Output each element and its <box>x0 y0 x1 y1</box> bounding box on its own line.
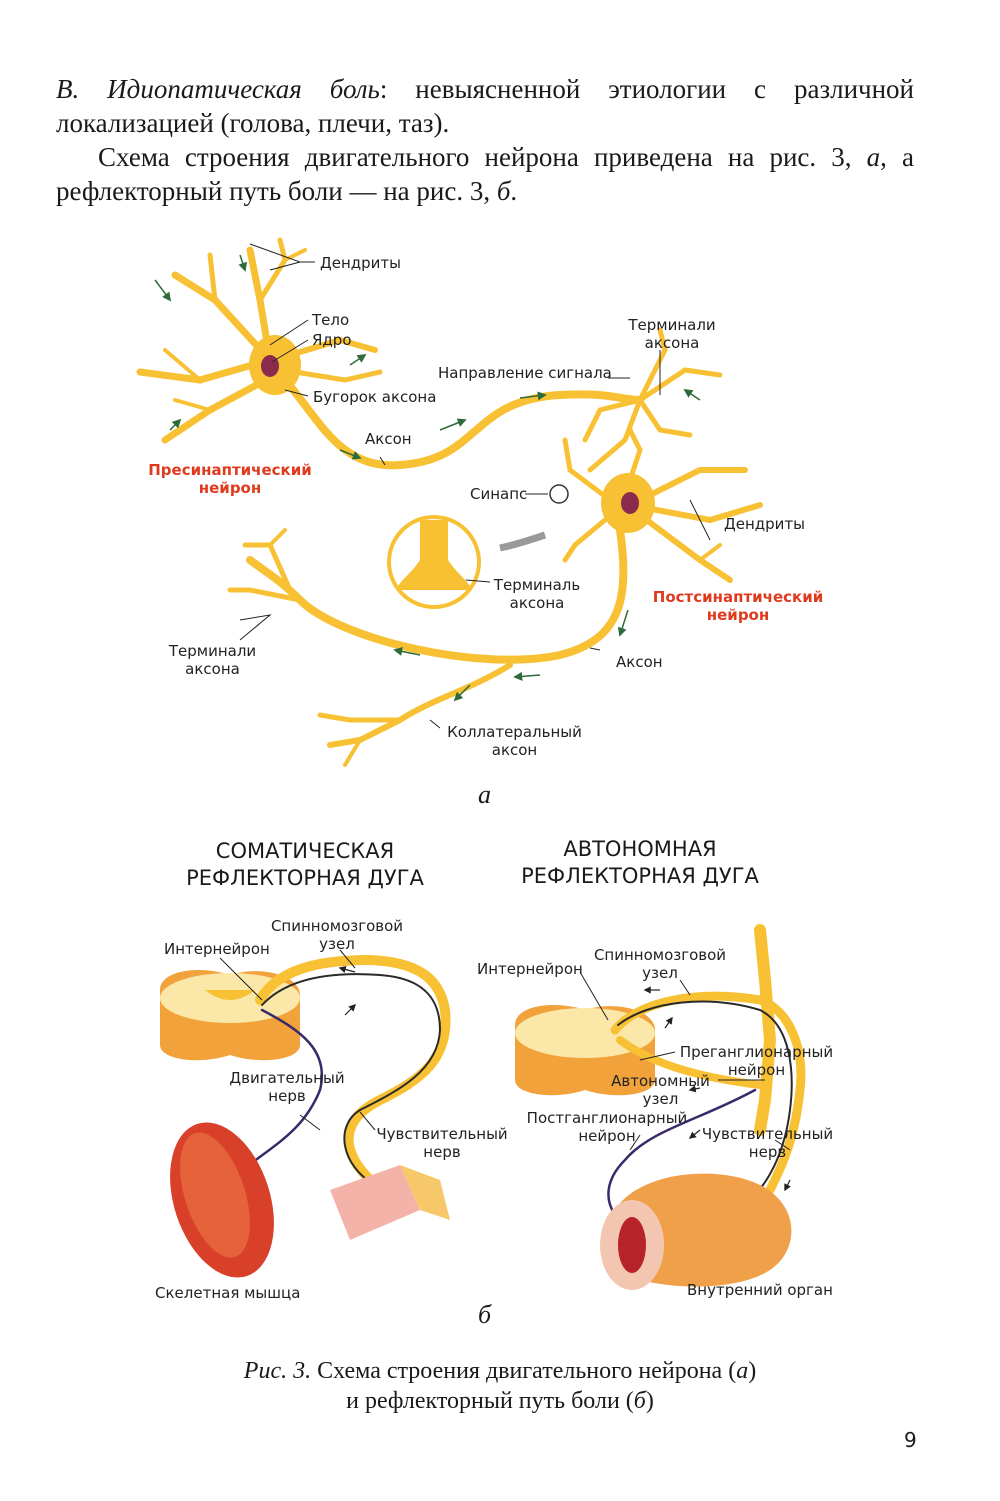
label-skeletal-muscle: Скелетная мышца <box>155 1284 301 1302</box>
label-line: нейрон <box>727 1061 786 1079</box>
label-a-preganglionic: Преганглионарный нейрон <box>674 1043 839 1079</box>
label-line: Автономный <box>611 1072 710 1090</box>
label-axon-bottom: Аксон <box>616 653 663 671</box>
label-line: Спинномозговой <box>270 917 404 935</box>
label-s-interneuron: Интернейрон <box>164 940 270 958</box>
label-nucleus: Ядро <box>312 331 352 349</box>
fig-letter-ref: б <box>496 176 511 206</box>
caption-text: ) <box>748 1358 757 1384</box>
skeletal-muscle <box>170 1122 274 1278</box>
postsynaptic-nucleus <box>621 492 639 514</box>
figure-caption: Рис. 3. Схема строения двигательного ней… <box>0 1356 1000 1416</box>
label-line: Чувствительный <box>376 1125 508 1143</box>
postsynaptic-neuron <box>227 427 763 767</box>
term-idiopathic: В. Идиопатическая боль <box>56 74 380 104</box>
label-synapse: Синапс <box>470 485 528 503</box>
label-line: нерв <box>748 1143 787 1161</box>
title-line: АВТОНОМНАЯ <box>563 837 717 861</box>
label-a-interneuron: Интернейрон <box>477 960 583 978</box>
label-line: Пресинаптический <box>148 461 312 479</box>
label-a-postganglionic: Постганглионарный нейрон <box>517 1109 697 1145</box>
label-line: Преганглионарный <box>679 1043 834 1061</box>
label-collateral-axon: Коллатеральный аксон <box>442 723 587 759</box>
label-axon-terminal: Терминаль аксона <box>482 576 592 612</box>
caption-text: и рефлекторный путь боли ( <box>346 1388 634 1414</box>
label-line: узел <box>642 964 678 982</box>
label-signal-direction: Направление сигнала <box>438 364 612 382</box>
label-dendrites-top: Дендриты <box>320 254 401 272</box>
caption-line-2: и рефлекторный путь боли (б) <box>0 1386 1000 1416</box>
label-s-spinal-ganglion: Спинномозговой узел <box>262 917 412 953</box>
page-number: 9 <box>904 1428 917 1452</box>
signal-arrows <box>154 254 701 702</box>
paragraph-text: . <box>510 176 518 206</box>
label-a-sensory-nerve: Чувствительный нерв <box>695 1125 840 1161</box>
caption-letter: а <box>736 1358 749 1384</box>
label-axon-terminals-top: Терминали аксона <box>622 316 722 352</box>
label-a-autonomic-ganglion: Автономный узел <box>603 1072 718 1108</box>
synapse-terminal-shape <box>396 520 472 590</box>
label-line: Коллатеральный <box>447 723 582 741</box>
skin-block <box>330 1165 450 1240</box>
label-line: Постганглионарный <box>526 1109 688 1127</box>
label-axon-terminals-left: Терминали аксона <box>160 642 265 678</box>
leader-lines-a <box>239 243 711 729</box>
paragraph-text: : невыясненной этиологии с различной лок… <box>56 74 915 138</box>
caption-prefix: Рис. 3. <box>243 1358 312 1384</box>
label-presynaptic-neuron: Пресинаптический нейрон <box>140 461 320 497</box>
internal-organ <box>600 1173 792 1290</box>
caption-text: ) <box>645 1388 654 1414</box>
label-line: аксон <box>491 741 538 759</box>
label-line: Терминали <box>628 316 716 334</box>
synapse-marker <box>549 484 569 504</box>
presynaptic-neuron <box>136 237 723 473</box>
paragraph-text: , а рефлекторный путь боли — на рис. 3, <box>56 142 915 206</box>
pathway-arrows-b <box>338 966 791 1192</box>
label-line: Терминаль <box>493 576 581 594</box>
label-line: нерв <box>268 1087 306 1105</box>
label-s-sensory-nerve: Чувствительный нерв <box>372 1125 512 1161</box>
label-line: аксона <box>644 334 700 352</box>
label-axon-top: Аксон <box>365 430 412 448</box>
label-postsynaptic-neuron: Постсинаптический нейрон <box>648 588 828 624</box>
label-a-spinal-ganglion: Спинномозговой узел <box>585 946 735 982</box>
figure-letter-b: б <box>478 1300 492 1329</box>
label-line: Спинномозговой <box>593 946 727 964</box>
caption-line-1: Рис. 3. Схема строения двигательного ней… <box>0 1356 1000 1386</box>
label-line: аксона <box>185 660 240 678</box>
label-line: нерв <box>423 1143 461 1161</box>
presynaptic-nucleus <box>261 355 279 377</box>
label-line: Терминали <box>168 642 257 660</box>
label-line: аксона <box>509 594 565 612</box>
fig-letter-ref: а <box>866 142 881 172</box>
label-line: узел <box>642 1090 679 1108</box>
title-somatic-arc: СОМАТИЧЕСКАЯ РЕФЛЕКТОРНАЯ ДУГА <box>165 838 445 892</box>
label-line: Чувствительный <box>701 1125 834 1143</box>
label-line: нейрон <box>578 1127 636 1145</box>
title-line: РЕФЛЕКТОРНАЯ ДУГА <box>521 864 759 888</box>
label-s-motor-nerve: Двигательный нерв <box>222 1069 352 1105</box>
label-body: Тело <box>312 311 350 329</box>
title-autonomic-arc: АВТОНОМНАЯ РЕФЛЕКТОРНАЯ ДУГА <box>500 836 780 890</box>
label-line: нейрон <box>706 606 770 624</box>
label-a-internal-organ: Внутренний орган <box>687 1281 833 1299</box>
title-line: РЕФЛЕКТОРНАЯ ДУГА <box>186 866 424 890</box>
caption-letter: б <box>633 1388 646 1414</box>
label-line: нейрон <box>198 479 262 497</box>
figure-letter-a: а <box>478 780 491 809</box>
caption-text: Схема строения двигательного нейрона ( <box>311 1358 737 1384</box>
paragraph-scheme-reference: Схема строения двигательного нейрона при… <box>56 140 914 208</box>
paragraph-idiopathic-pain: В. Идиопатическая боль: невыясненной эти… <box>56 72 914 140</box>
label-dendrites-right: Дендриты <box>724 515 805 533</box>
label-axon-hillock: Бугорок аксона <box>313 388 437 406</box>
leader-lines-b <box>219 949 791 1151</box>
label-line: Постсинаптический <box>652 588 824 606</box>
label-line: узел <box>319 935 355 953</box>
title-line: СОМАТИЧЕСКАЯ <box>215 839 395 863</box>
label-line: Двигательный <box>229 1069 345 1087</box>
zoom-arrow <box>499 531 547 552</box>
paragraph-text: Схема строения двигательного нейрона при… <box>98 142 867 172</box>
